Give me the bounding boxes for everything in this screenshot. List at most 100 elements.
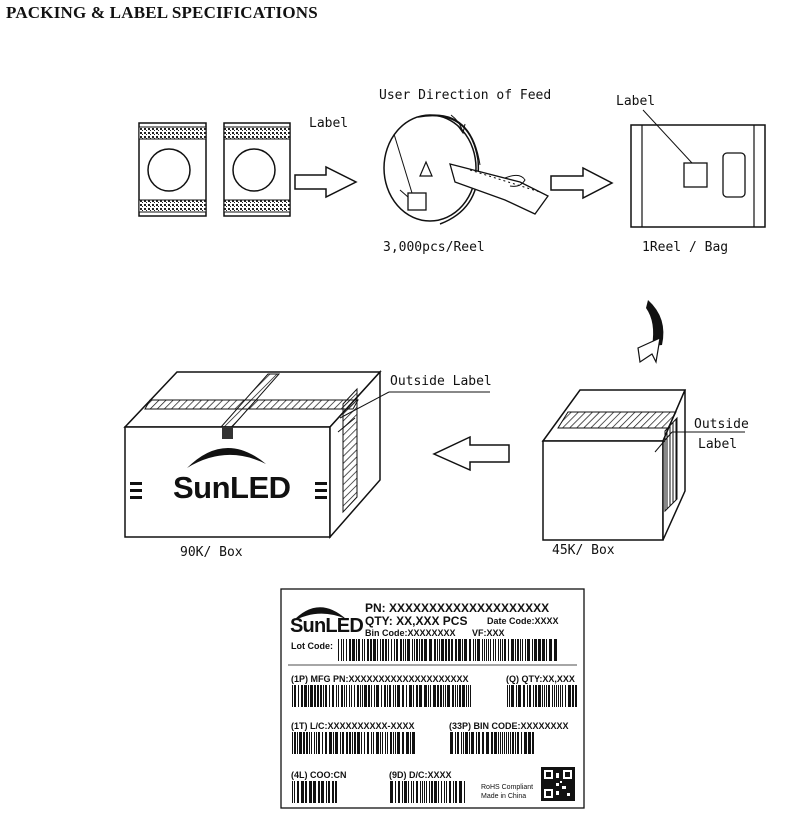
barcode-bar xyxy=(385,639,387,661)
barcode-bar xyxy=(445,639,447,661)
barcode-bar xyxy=(335,781,337,803)
barcode-bar xyxy=(343,639,344,661)
barcode-bar xyxy=(424,781,425,803)
carrier-tape-unit-2 xyxy=(223,122,291,217)
barcode-bar xyxy=(341,685,343,707)
barcode-bar xyxy=(333,732,334,754)
barcode-bar xyxy=(382,639,384,661)
barcode-bar xyxy=(414,639,415,661)
barcode-bar xyxy=(419,639,420,661)
barcode-bar xyxy=(314,732,315,754)
barcode-bar xyxy=(335,732,338,754)
barcode-bar xyxy=(482,732,484,754)
barcode-bar xyxy=(308,685,309,707)
barcode-bar xyxy=(387,732,388,754)
barcode-bar xyxy=(549,639,552,661)
barcode-bar xyxy=(464,639,467,661)
barcode-bar xyxy=(416,685,418,707)
label-brand-logo: SunLED xyxy=(290,615,364,637)
barcode-bar xyxy=(341,639,342,661)
barcode-bar xyxy=(317,685,319,707)
small-box-qty-text: 45K/ Box xyxy=(552,543,615,558)
barcode-bar xyxy=(546,639,547,661)
barcode-bar xyxy=(321,781,324,803)
barcode-bar xyxy=(388,639,389,661)
barcode-bar xyxy=(486,732,489,754)
small-box-drawing xyxy=(541,389,745,541)
barcode-bar xyxy=(398,781,400,803)
big-box-drawing xyxy=(123,370,490,539)
barcode-bar xyxy=(411,781,412,803)
barcode-bar xyxy=(444,781,445,803)
barcode-bar xyxy=(572,685,574,707)
barcode-bar xyxy=(431,781,433,803)
barcode-bar xyxy=(357,732,360,754)
barcode-bar xyxy=(373,639,376,661)
barcode-bar xyxy=(443,685,444,707)
barcode-bar xyxy=(522,639,523,661)
barcode-bar xyxy=(554,639,557,661)
arrow-to-big-box xyxy=(432,435,510,472)
barcode-bar xyxy=(521,732,522,754)
barcode-bar xyxy=(292,781,293,803)
barcode-bar xyxy=(468,685,469,707)
barcode-bar xyxy=(512,732,514,754)
barcode-bar xyxy=(554,685,555,707)
barcode-bar xyxy=(336,685,337,707)
barcode-bar xyxy=(371,685,372,707)
barcode-bar xyxy=(298,685,299,707)
barcode-bar xyxy=(533,685,534,707)
arrow-to-bag xyxy=(550,166,614,200)
barcode-bar xyxy=(292,732,293,754)
label-mfg-pn: (1P) MFG PN:XXXXXXXXXXXXXXXXXXXX xyxy=(291,674,469,684)
barcode-bar xyxy=(546,685,547,707)
barcode-bar xyxy=(397,685,400,707)
barcode-bar xyxy=(568,685,571,707)
barcode-bar xyxy=(507,685,508,707)
barcode-bar xyxy=(504,732,505,754)
barcode-bar xyxy=(535,685,537,707)
barcode-bar xyxy=(320,685,322,707)
barcode-bar xyxy=(301,781,304,803)
barcode-bar xyxy=(346,732,348,754)
barcode-bar xyxy=(395,732,396,754)
barcode-bar xyxy=(437,685,439,707)
barcode-qty xyxy=(507,685,577,707)
barcode-bar xyxy=(358,639,360,661)
barcode-bar xyxy=(430,685,431,707)
barcode-bar xyxy=(542,639,545,661)
barcode-bar xyxy=(538,685,541,707)
barcode-bar xyxy=(391,639,392,661)
barcode-bar xyxy=(384,685,386,707)
barcode-bar xyxy=(329,732,332,754)
barcode-bar xyxy=(455,639,457,661)
barcode-bar xyxy=(459,781,462,803)
barcode-bar xyxy=(493,639,494,661)
barcode-bar xyxy=(407,639,410,661)
barcode-bar xyxy=(458,639,461,661)
barcode-bar xyxy=(393,685,394,707)
label-dc: (9D) D/C:XXXX xyxy=(389,770,452,780)
barcode-dc xyxy=(390,781,465,803)
barcode-bar xyxy=(373,732,374,754)
barcode-bar xyxy=(556,685,557,707)
barcode-bar xyxy=(459,685,461,707)
barcode-bar xyxy=(354,685,355,707)
barcode-bar xyxy=(397,732,400,754)
barcode-bar xyxy=(437,639,438,661)
label-vf: VF:XXX xyxy=(472,628,505,638)
barcode-bar xyxy=(455,685,456,707)
barcode-bar xyxy=(484,639,485,661)
barcode-bar xyxy=(402,781,403,803)
barcode-bar xyxy=(377,639,378,661)
barcode-bar xyxy=(478,732,480,754)
bag-qty-text: 1Reel / Bag xyxy=(642,240,729,255)
barcode-bar xyxy=(325,685,327,707)
barcode-lot xyxy=(338,639,557,661)
barcode-bar xyxy=(332,781,334,803)
bag-drawing xyxy=(630,109,766,228)
barcode-bar xyxy=(428,685,429,707)
barcode-bar xyxy=(381,685,382,707)
barcode-bar xyxy=(515,639,516,661)
barcode-bar xyxy=(534,639,537,661)
